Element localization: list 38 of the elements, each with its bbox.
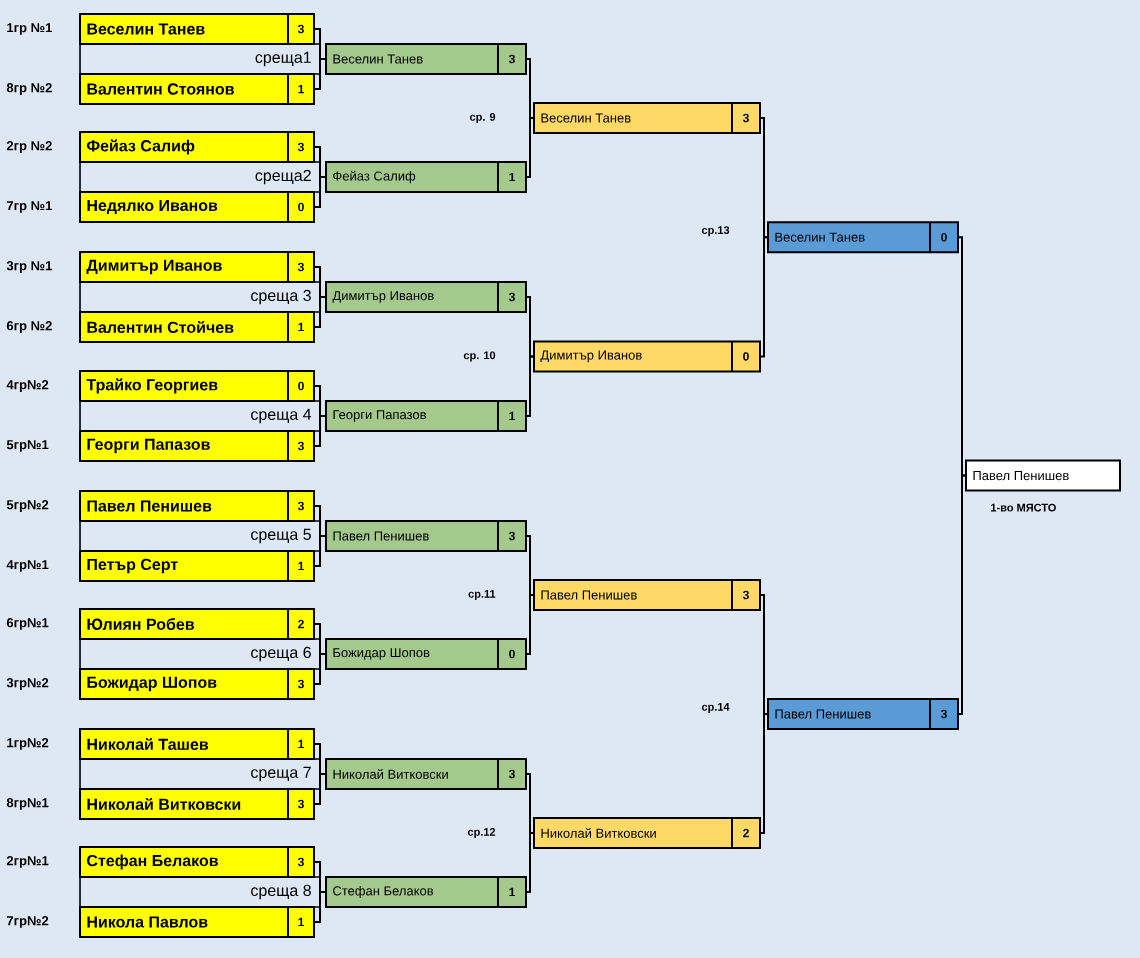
bracket-line: [525, 594, 535, 655]
match-label: среща 5: [251, 528, 311, 544]
bracket-line: [759, 713, 769, 834]
bracket-line: [957, 236, 967, 477]
bracket-line: [313, 505, 327, 537]
match-label: среща 3: [251, 289, 311, 305]
bracket-line: [313, 891, 327, 923]
bracket-line: [525, 296, 535, 358]
bracket-line: [313, 58, 327, 90]
bracket-line: [759, 236, 769, 358]
match-label: среща2: [255, 169, 311, 185]
match-label: среща 6: [251, 646, 311, 662]
bracket-line: [313, 385, 327, 417]
bracket-line: [313, 266, 327, 298]
match-label: среща 7: [251, 766, 311, 782]
bracket-line: [759, 117, 769, 239]
bracket-line: [313, 773, 327, 805]
bracket-line: [525, 58, 535, 119]
bracket-line: [525, 355, 535, 417]
bracket-line: [313, 861, 327, 893]
bracket-line: [313, 535, 327, 567]
bracket-line: [313, 415, 327, 447]
bracket-line: [525, 832, 535, 893]
bracket-line: [313, 28, 327, 60]
bracket-line: [313, 296, 327, 328]
bracket-line: [525, 117, 535, 178]
match-label: среща 4: [251, 408, 312, 424]
bracket-line: [525, 773, 535, 834]
bracket-line: [313, 743, 327, 775]
bracket-line: [313, 176, 327, 208]
bracket-line: [313, 653, 327, 685]
bracket-line: [313, 146, 327, 178]
bracket-line: [525, 535, 535, 596]
bracket-line: [313, 623, 327, 655]
bracket-line: [759, 594, 769, 715]
match-label: среща1: [255, 51, 311, 67]
bracket-line: [957, 474, 967, 715]
match-label: среща 8: [251, 884, 311, 900]
